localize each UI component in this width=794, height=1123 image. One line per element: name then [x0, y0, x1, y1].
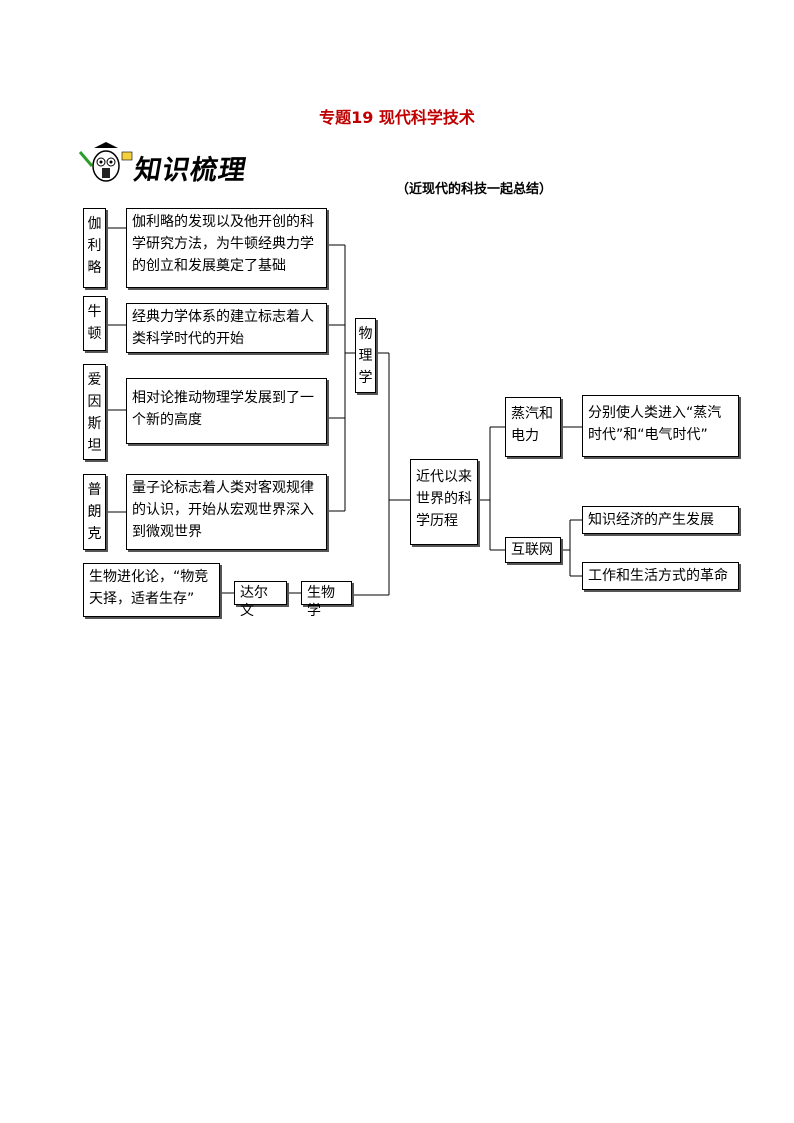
- lifestyle-revolution-item: 工作和生活方式的革命: [582, 562, 739, 590]
- scientist-desc-newton: 经典力学体系的建立标志着人类科学时代的开始: [126, 303, 327, 353]
- tech-item: 分别使人类进入“蒸汽时代”和“电气时代”: [588, 405, 722, 443]
- biology-label: 生物学: [307, 585, 335, 619]
- scientist-desc-einstein: 相对论推动物理学发展到了一个新的高度: [126, 378, 327, 444]
- subtitle: （近现代的科技一起总结）: [396, 182, 553, 197]
- physics-label: 物 理 学: [358, 326, 373, 386]
- biology-node: 生物学: [301, 581, 352, 619]
- center-node: 近代以来世界的科学历程: [410, 459, 478, 545]
- scientist-einstein: 爱 因 斯 坦: [83, 364, 106, 460]
- scientist-name: 牛 顿: [87, 304, 102, 342]
- scientist-desc-planck: 量子论标志着人类对客观规律的认识，开始从宏观世界深入到微观世界: [126, 474, 327, 550]
- scientist-galileo: 伽 利 略: [83, 208, 106, 288]
- knowledge-economy-item: 知识经济的产生发展: [582, 506, 739, 534]
- owl-mascot-icon: [78, 142, 133, 182]
- tech-item: 工作和生活方式的革命: [588, 568, 728, 584]
- page-title: 专题19 现代科学技术: [319, 108, 475, 127]
- steam-electricity-desc: 分别使人类进入“蒸汽时代”和“电气时代”: [582, 395, 739, 457]
- biology-desc: 生物进化论，“物竞天择，适者生存”: [89, 569, 209, 607]
- scientist-desc-galileo: 伽利略的发现以及他开创的科学研究方法，为牛顿经典力学的创立和发展奠定了基础: [126, 208, 327, 288]
- scientist-newton: 牛 顿: [83, 296, 106, 351]
- evolution-desc: 生物进化论，“物竞天择，适者生存”: [83, 563, 220, 617]
- scientist-planck: 普 朗 克: [83, 474, 106, 550]
- internet-node: 互联网: [505, 537, 561, 563]
- scientist-desc: 相对论推动物理学发展到了一个新的高度: [132, 390, 314, 428]
- steam-electricity-node: 蒸汽和电力: [505, 397, 561, 457]
- tech-item: 知识经济的产生发展: [588, 512, 714, 528]
- tech-label: 蒸汽和电力: [511, 406, 553, 444]
- biology-scientist: 达尔文: [240, 585, 268, 619]
- scientist-name: 普 朗 克: [87, 482, 102, 542]
- center-label: 近代以来世界的科学历程: [416, 469, 472, 529]
- darwin-node: 达尔文: [234, 581, 287, 619]
- scientist-desc: 伽利略的发现以及他开创的科学研究方法，为牛顿经典力学的创立和发展奠定了基础: [132, 214, 314, 274]
- scientist-name: 爱 因 斯 坦: [87, 372, 102, 454]
- scientist-desc: 量子论标志着人类对客观规律的认识，开始从宏观世界深入到微观世界: [132, 480, 314, 540]
- physics-node: 物 理 学: [355, 318, 376, 393]
- tech-label: 互联网: [511, 542, 553, 558]
- scientist-name: 伽 利 略: [87, 216, 102, 276]
- scientist-desc: 经典力学体系的建立标志着人类科学时代的开始: [132, 309, 314, 347]
